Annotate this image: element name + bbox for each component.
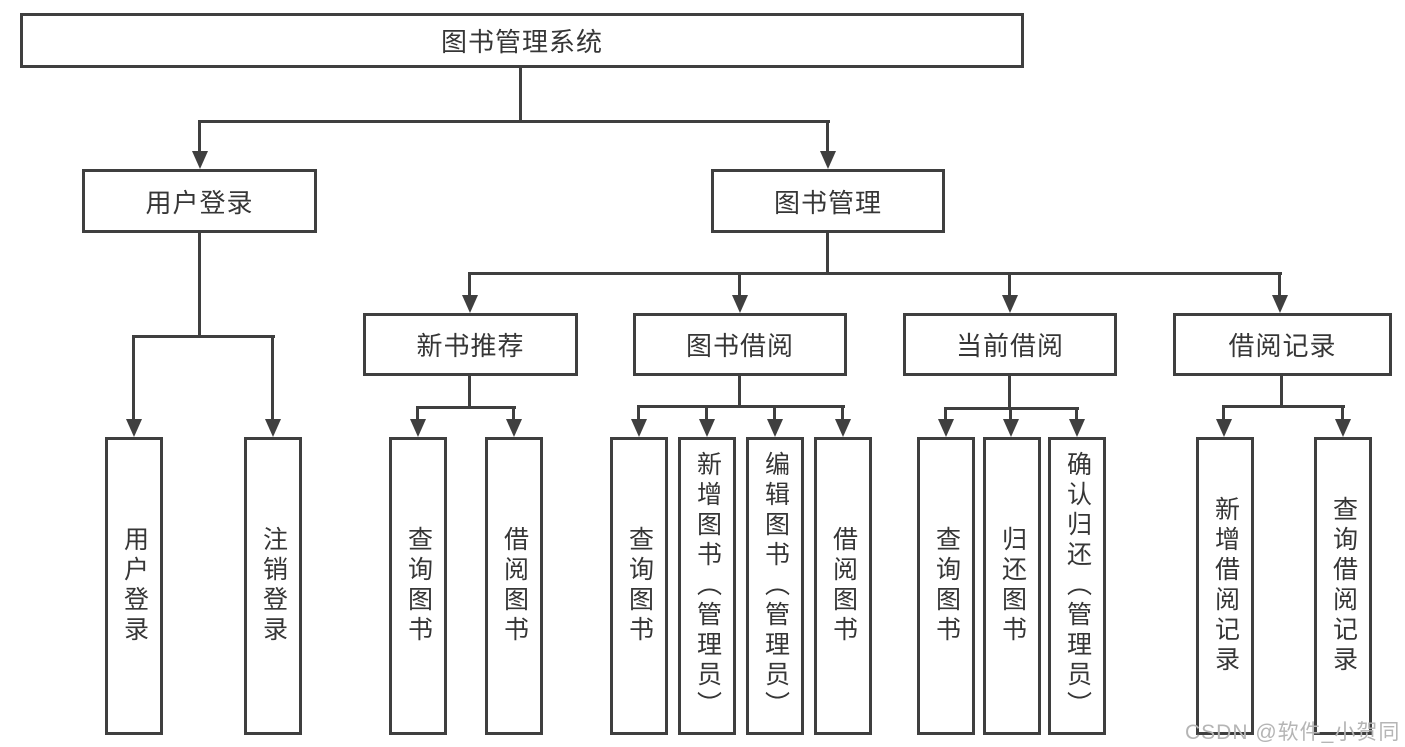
node-user-login: 用户登录 [82,169,317,233]
leaf-logout: 注销登录 [244,437,302,735]
connector-line [468,272,1282,275]
leaf-query-books-recommend: 查询图书 [389,437,447,735]
arrow-down-icon [699,405,715,437]
node-book-borrowing: 图书借阅 [633,313,847,376]
leaf-edit-books-admin: 编辑图书（管理员） [746,437,804,735]
arrow-down-icon [835,405,851,437]
arrow-down-icon [1216,405,1232,437]
node-library-management-system: 图书管理系统 [20,13,1024,68]
connector-line [132,335,275,338]
node-new-book-recommendation: 新书推荐 [363,313,578,376]
connector-line [738,376,741,407]
arrow-down-icon [265,335,281,437]
arrow-down-icon [192,120,208,169]
connector-line [519,68,522,123]
connector-line [416,406,516,409]
arrow-down-icon [126,335,142,437]
leaf-query-books-borrow: 查询图书 [610,437,668,735]
arrow-down-icon [1272,272,1288,313]
connector-line [826,233,829,274]
connector-line [1008,376,1011,409]
leaf-borrow-books: 借阅图书 [814,437,872,735]
leaf-add-books-admin: 新增图书（管理员） [678,437,736,735]
node-borrowing-records: 借阅记录 [1173,313,1392,376]
leaf-add-borrow-record: 新增借阅记录 [1196,437,1254,735]
connector-line [637,405,845,408]
leaf-borrow-books-recommend: 借阅图书 [485,437,543,735]
arrow-down-icon [938,407,954,437]
arrow-down-icon [506,406,522,437]
node-book-management: 图书管理 [711,169,945,233]
leaf-query-borrow-record: 查询借阅记录 [1314,437,1372,735]
connector-line [198,233,201,337]
arrow-down-icon [732,272,748,313]
leaf-query-books-current: 查询图书 [917,437,975,735]
arrow-down-icon [820,120,836,169]
arrow-down-icon [767,405,783,437]
node-current-borrowing: 当前借阅 [903,313,1117,376]
connector-line [1280,376,1283,407]
arrow-down-icon [1069,407,1085,437]
arrow-down-icon [410,406,426,437]
leaf-return-books: 归还图书 [983,437,1041,735]
arrow-down-icon [631,405,647,437]
arrow-down-icon [1335,405,1351,437]
arrow-down-icon [462,272,478,313]
connector-line [1222,405,1345,408]
leaf-user-login: 用户登录 [105,437,163,735]
arrow-down-icon [1002,272,1018,313]
watermark: CSDN @软件_小贺同学 [1185,721,1401,744]
connector-line [468,376,471,408]
leaf-confirm-return-admin: 确认归还（管理员） [1048,437,1106,735]
arrow-down-icon [1003,407,1019,437]
connector-line [198,120,830,123]
